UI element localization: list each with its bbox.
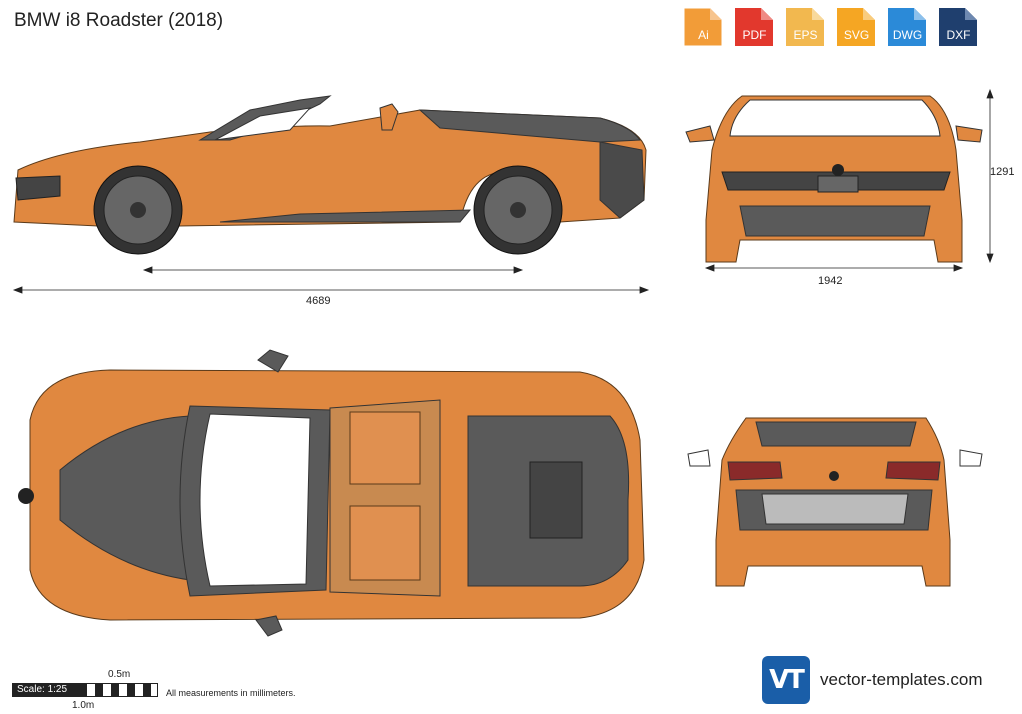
download-dxf-button[interactable]: DXF xyxy=(935,2,982,50)
download-pdf-button[interactable]: PDF xyxy=(731,2,778,50)
units-note: All measurements in millimeters. xyxy=(166,688,296,698)
scale-bar xyxy=(78,683,158,697)
file-icon xyxy=(939,8,977,46)
dimension-lines xyxy=(12,88,994,294)
file-icon xyxy=(683,7,723,47)
file-icon xyxy=(888,8,926,46)
brand-link[interactable]: VT vector-templates.com xyxy=(762,656,983,704)
side-view xyxy=(13,95,647,255)
scale-half-meter: 0.5m xyxy=(108,669,131,680)
download-dwg-button[interactable]: DWG xyxy=(884,2,931,50)
scale-one-meter: 1.0m xyxy=(72,700,95,711)
width-dimension: 1942 xyxy=(818,275,843,287)
download-svg-button[interactable]: SVG xyxy=(833,2,880,50)
download-eps-button[interactable]: EPS xyxy=(782,2,829,50)
length-dimension: 4689 xyxy=(306,295,331,307)
file-icon xyxy=(837,8,875,46)
file-icon xyxy=(786,8,824,46)
scale-label: Scale: 1:25 xyxy=(12,683,78,697)
file-icon xyxy=(735,8,773,46)
page-title: BMW i8 Roadster (2018) xyxy=(14,10,224,31)
height-dimension: 1291 xyxy=(990,166,1015,178)
brand-logo: VT xyxy=(762,656,810,704)
rear-view xyxy=(687,417,983,587)
front-view xyxy=(685,95,983,263)
brand-name: vector-templates.com xyxy=(820,670,983,689)
download-ai-button[interactable]: Ai xyxy=(680,2,727,50)
format-downloads: Ai PDF EPS SVG DWG DXF xyxy=(680,2,982,50)
top-view xyxy=(18,349,645,637)
